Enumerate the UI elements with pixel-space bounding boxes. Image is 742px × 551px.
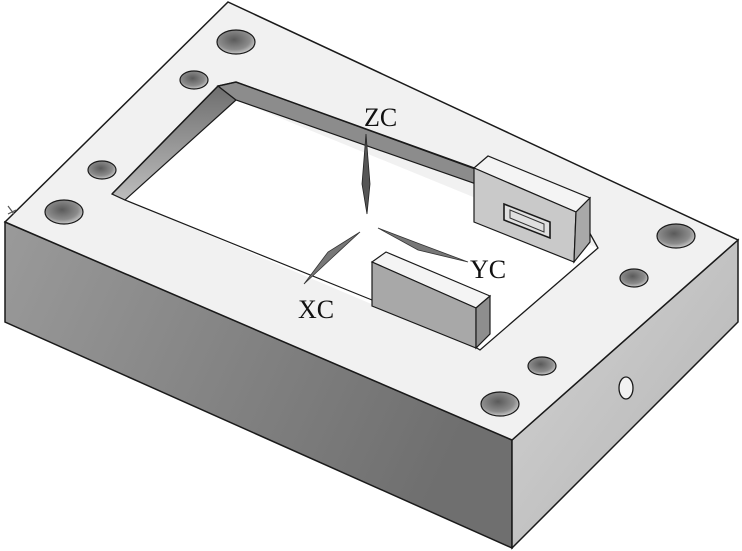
pocket-rim — [111, 81, 475, 195]
hole-icon — [179, 70, 209, 90]
xc-axis-label: XC — [298, 295, 334, 324]
hole-icon — [619, 268, 649, 288]
front-block-side — [475, 294, 491, 350]
hole-icon — [656, 223, 696, 249]
hole-icon — [480, 391, 520, 417]
zc-axis-label: ZC — [364, 103, 397, 132]
yc-axis-arrow — [377, 227, 469, 263]
pocket-floor — [112, 100, 598, 350]
yc-axis-label: YC — [470, 255, 506, 284]
pocket-floor-edge — [124, 199, 373, 301]
hole-icon — [216, 29, 256, 55]
side-hole-icon — [618, 376, 634, 400]
hole-icon — [527, 356, 557, 376]
corner-mark-icon — [7, 205, 17, 215]
rear-block-side — [573, 196, 591, 264]
hole-icon — [87, 160, 117, 180]
slot-inner — [509, 209, 545, 233]
xc-axis-arrow — [303, 231, 361, 285]
zc-axis-arrow — [361, 133, 371, 215]
mounting-holes — [44, 29, 696, 417]
coordinate-triad — [303, 133, 469, 285]
hole-icon — [44, 199, 84, 225]
